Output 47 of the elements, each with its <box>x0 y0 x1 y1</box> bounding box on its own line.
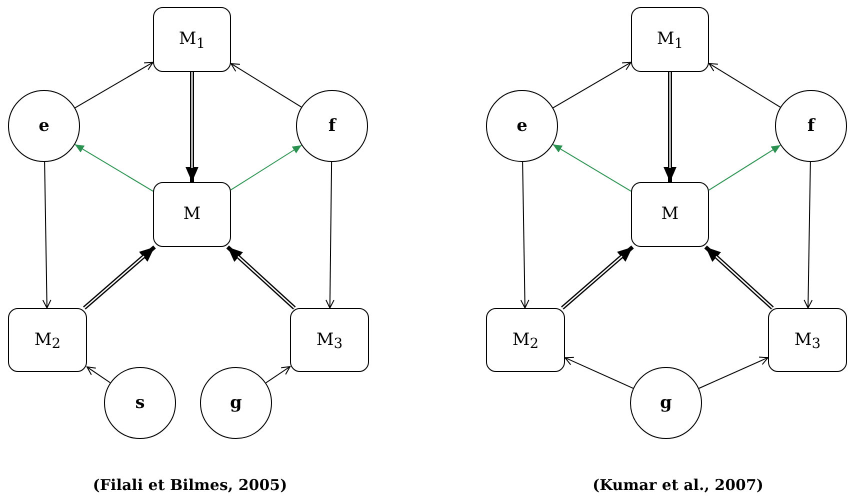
node-label: M$_{1}$ <box>178 31 206 48</box>
arrow <box>564 356 634 389</box>
model-box <box>290 308 369 372</box>
node-label: M$_{2}$ <box>512 332 539 348</box>
arrow <box>552 144 632 192</box>
arrow <box>552 62 632 108</box>
arrow <box>74 62 154 108</box>
model-box <box>153 182 231 247</box>
model-box <box>486 308 565 372</box>
model-box <box>8 308 87 372</box>
arrow <box>708 144 781 191</box>
arrow <box>708 62 781 108</box>
node-label: M$_{1}$ <box>656 31 684 48</box>
arrow <box>74 144 154 192</box>
arrow <box>86 366 111 384</box>
model-box <box>768 308 847 372</box>
model-box <box>153 7 231 72</box>
node-label: M <box>183 206 201 223</box>
model-box <box>631 7 709 72</box>
node-label: f <box>328 118 336 134</box>
model-box <box>631 182 709 247</box>
arrow <box>42 162 52 308</box>
arrow <box>804 162 813 308</box>
arrow <box>520 162 530 308</box>
arrow <box>698 356 768 389</box>
node-label: e <box>516 118 528 134</box>
node-label: g <box>230 394 242 412</box>
arrow <box>230 63 302 108</box>
double-arrow <box>664 72 676 182</box>
arrow <box>230 144 302 190</box>
node-label: f <box>807 118 815 134</box>
double-arrow <box>704 246 774 310</box>
arrow <box>325 162 334 308</box>
arrow <box>265 366 290 384</box>
node-label: M$_{3}$ <box>794 332 821 348</box>
double-arrow <box>83 246 156 310</box>
node-label: g <box>660 394 672 412</box>
node-label: M$_{3}$ <box>316 332 343 348</box>
node-label: s <box>135 394 145 412</box>
caption: (Kumar et al., 2007) <box>592 475 764 496</box>
double-arrow <box>561 246 634 310</box>
double-arrow <box>186 72 198 182</box>
caption: (Filali et Bilmes, 2005) <box>92 475 288 496</box>
node-label: e <box>38 118 50 134</box>
node-label: M <box>661 206 679 223</box>
node-label: M$_{2}$ <box>34 332 61 348</box>
double-arrow <box>226 246 296 310</box>
